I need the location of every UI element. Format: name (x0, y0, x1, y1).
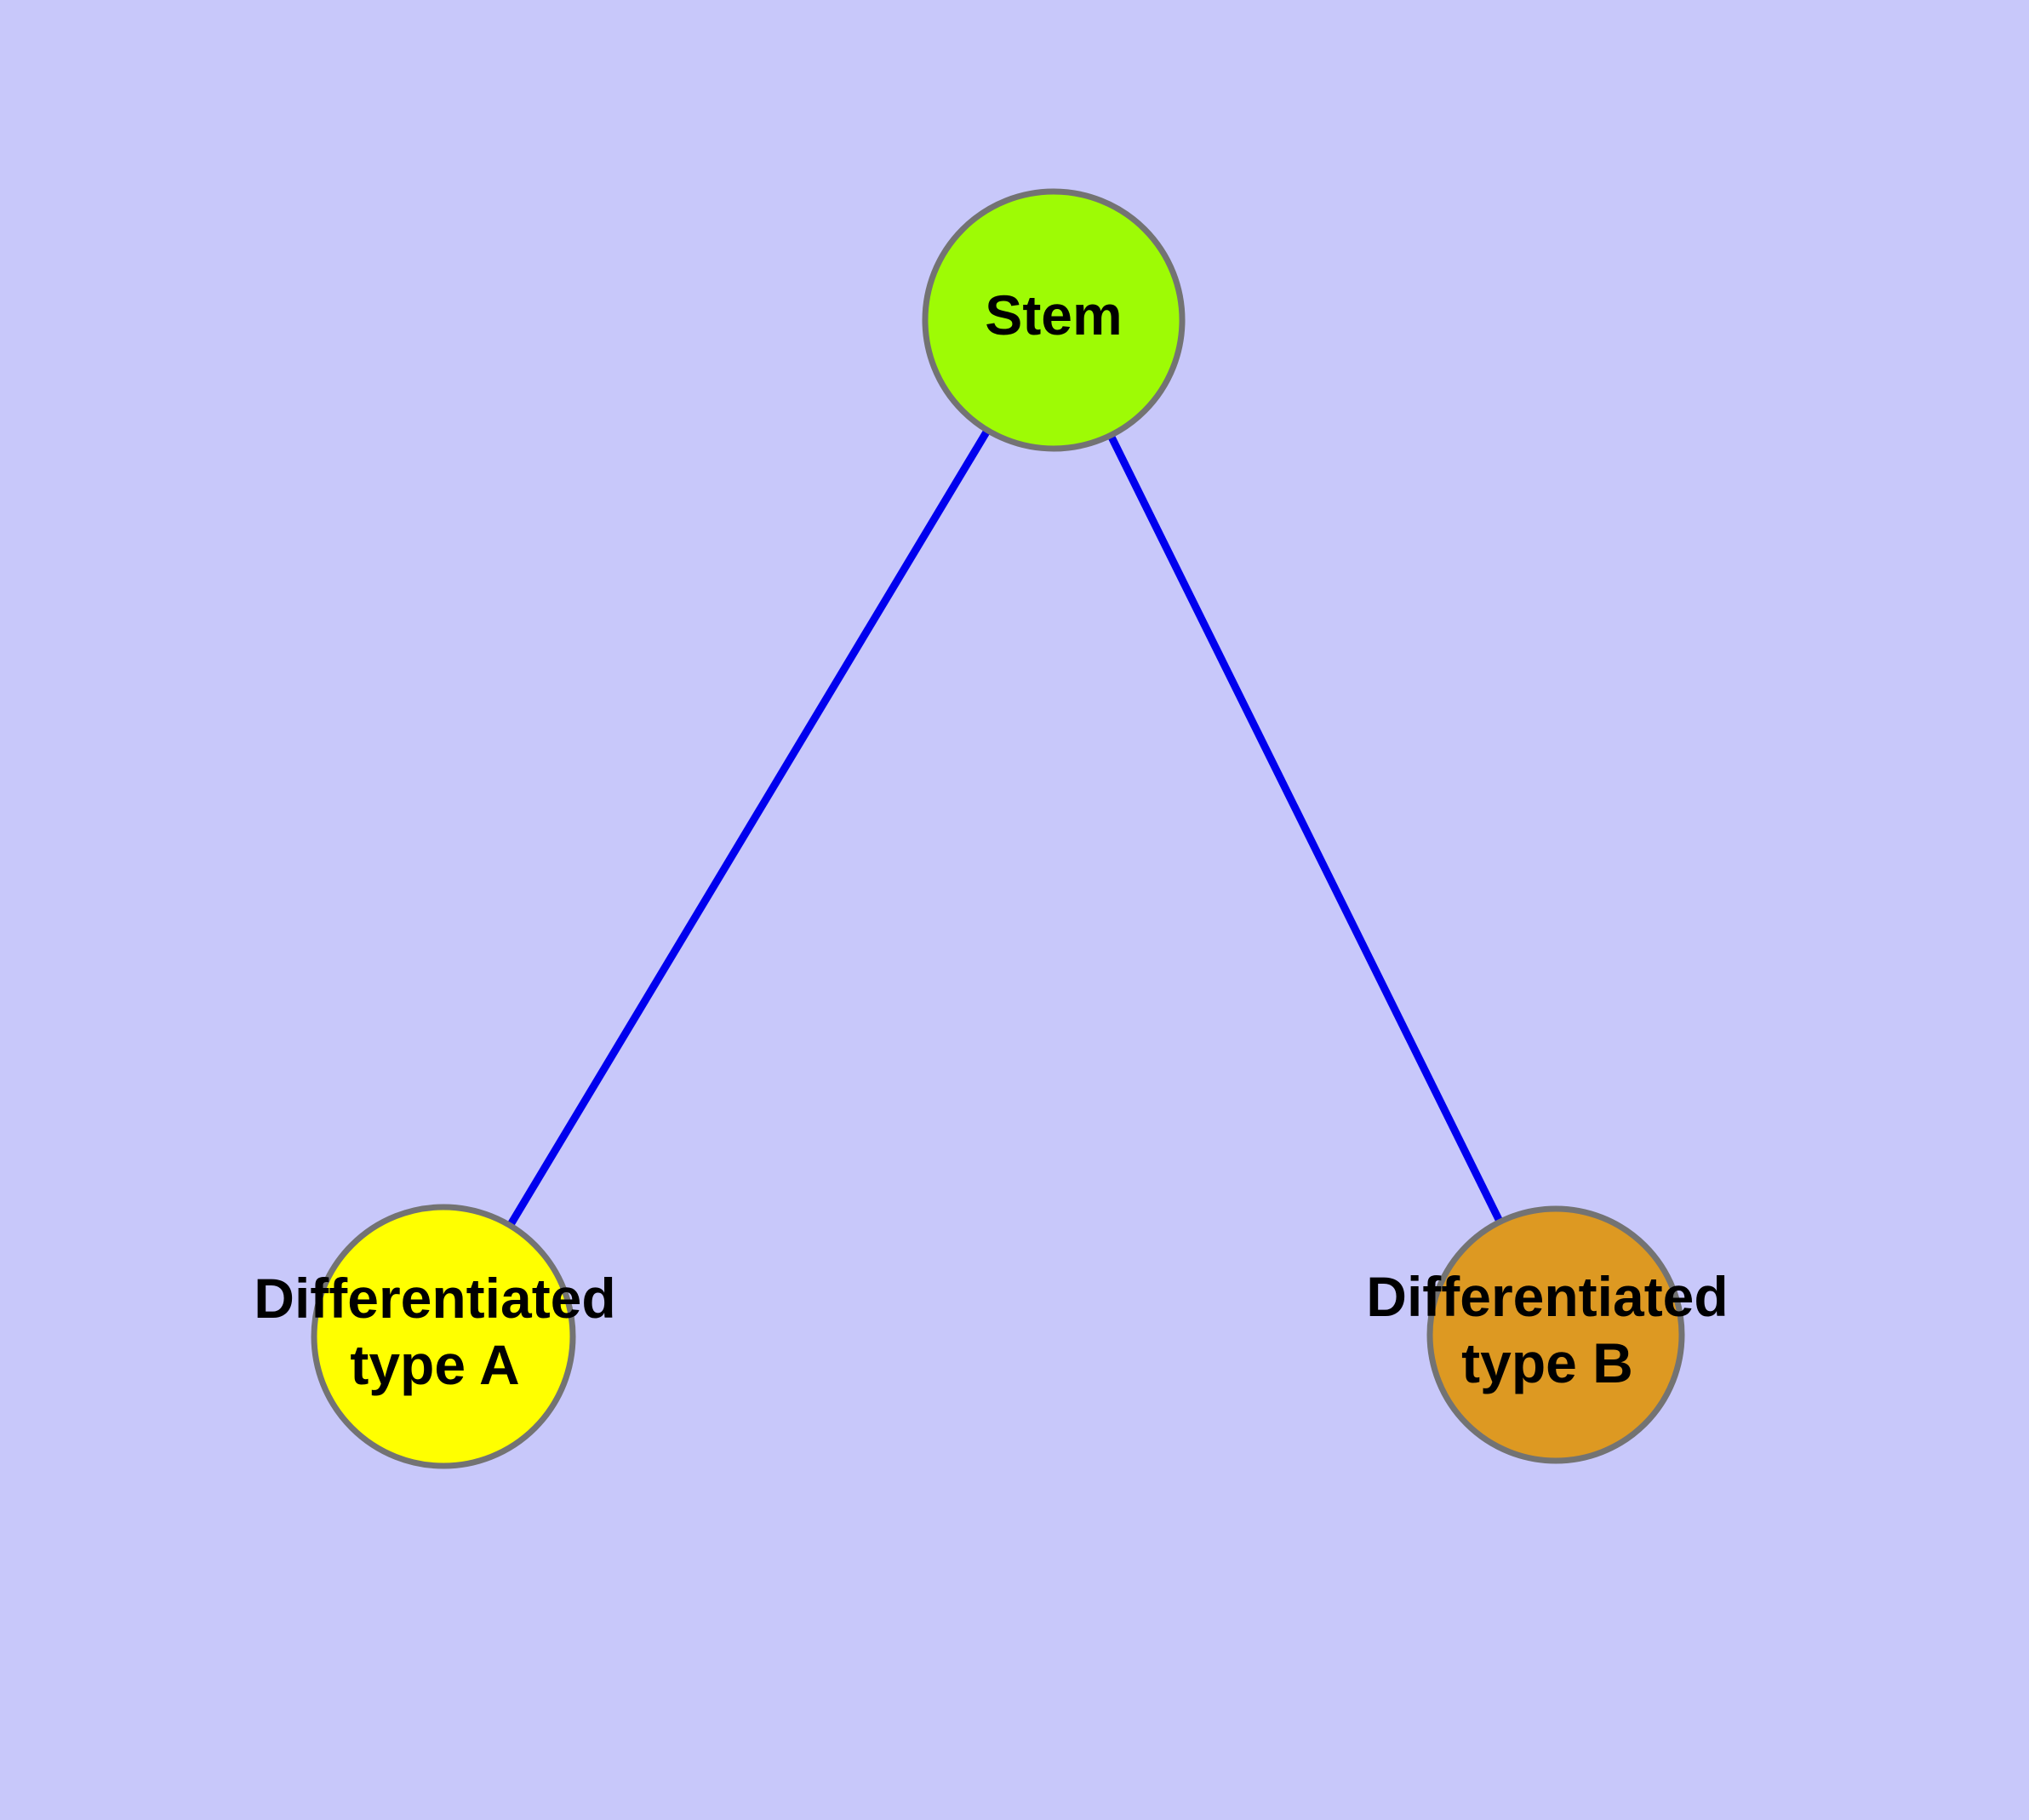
node-label-line: Differentiated (1366, 1265, 1728, 1328)
nodes-layer (311, 188, 1685, 1469)
graph-node-diff-b[interactable] (1426, 1205, 1685, 1464)
graph-node-diff-a[interactable] (311, 1204, 576, 1469)
node-label-line: type A (350, 1333, 519, 1396)
node-label-line: Stem (985, 283, 1122, 346)
node-label-line: type B (1461, 1331, 1633, 1394)
graph-node-stem[interactable] (922, 188, 1186, 452)
node-label-line: Differentiated (254, 1267, 615, 1330)
graph-edge-stem-to-diff-a[interactable] (506, 426, 992, 1229)
edges-layer (506, 426, 1505, 1229)
node-label-stem: Stem (985, 283, 1122, 346)
graph-edge-stem-to-diff-b[interactable] (1106, 432, 1505, 1226)
